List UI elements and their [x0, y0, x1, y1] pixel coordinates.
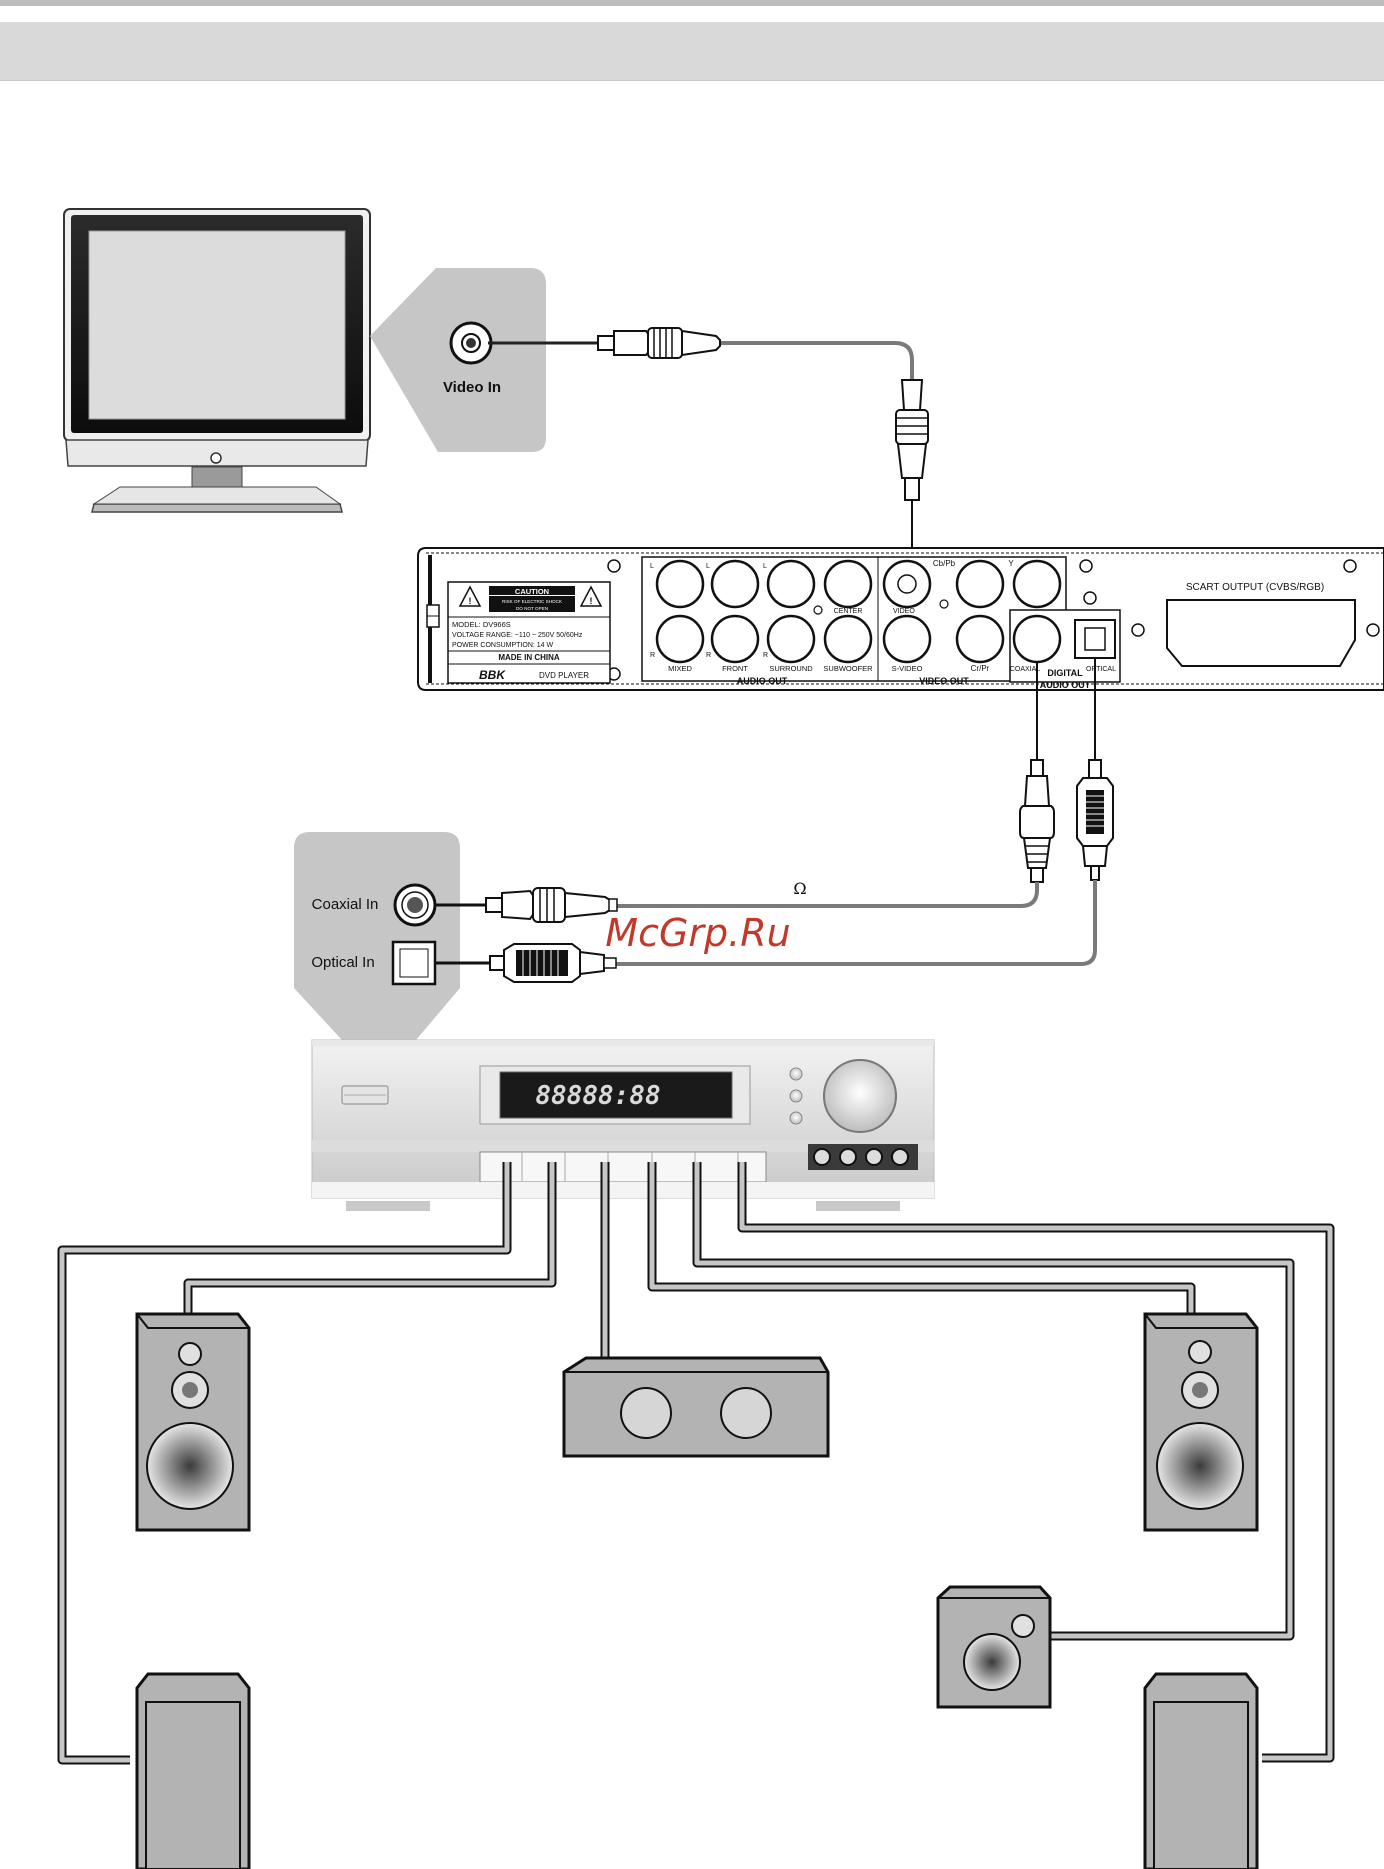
tv-video-in-label: Video In: [443, 379, 501, 396]
rear-left-speaker: [135, 1672, 251, 1869]
rca-plug-vertical-dvd: [895, 379, 929, 501]
jack-label-r3: R: [763, 652, 768, 659]
jack-label-l2: L: [706, 563, 710, 570]
optical-plug-vertical: [1076, 759, 1114, 881]
tv-screen: [88, 230, 346, 420]
digital-audio-out-label-1: DIGITAL: [1047, 668, 1083, 678]
coaxial-plug-horizontal: [435, 887, 618, 923]
jack-label-y: Y: [1008, 559, 1014, 568]
jack-label-l1: L: [650, 563, 654, 570]
front-right-speaker: [1143, 1312, 1259, 1532]
scart-connector: [1166, 599, 1356, 667]
receiver-input-callout: [294, 832, 460, 1040]
coaxial-cable: [615, 882, 1039, 908]
jack-label-center: CENTER: [834, 608, 863, 615]
header-bar: [0, 22, 1384, 81]
optical-cable: [615, 880, 1097, 966]
cable-symbol: Ω: [793, 879, 806, 898]
top-rule: [0, 0, 1384, 6]
front-left-speaker: [135, 1312, 251, 1532]
caution-label: ! CAUTION RISK OF ELECTRIC SHOCK DO NOT …: [447, 581, 611, 684]
jack-label-surround: SURROUND: [769, 664, 813, 673]
jack-label-r2: R: [706, 652, 711, 659]
caution-line1: RISK OF ELECTRIC SHOCK: [502, 599, 563, 604]
receiver-display-text: 88888:88: [535, 1081, 660, 1111]
dvd-power: POWER CONSUMPTION: 14 W: [452, 642, 554, 649]
coaxial-in-label: Coaxial In: [312, 896, 379, 913]
svg-text:!: !: [469, 596, 472, 606]
coaxial-out-jack: [1012, 614, 1062, 664]
speaker-cables: [57, 1162, 1335, 1765]
jack-label-cb-pb: Cb/Pb: [933, 559, 956, 568]
av-receiver: 88888:88: [311, 1039, 935, 1211]
jack-label-optical: OPTICAL: [1086, 666, 1116, 673]
subwoofer: [936, 1585, 1052, 1709]
svg-text:!: !: [590, 596, 593, 606]
rear-right-speaker: [1143, 1672, 1259, 1869]
dvd-made-in: MADE IN CHINA: [498, 653, 560, 662]
optical-in-label: Optical In: [311, 954, 374, 971]
jack-label-video: VIDEO: [893, 608, 915, 615]
jack-label-front: FRONT: [722, 664, 748, 673]
dvd-voltage: VOLTAGE RANGE: ~110 ~ 250V 50/60Hz: [452, 632, 583, 639]
video-jacks: [882, 559, 1062, 664]
center-speaker: [562, 1356, 830, 1458]
tv-neck: [191, 466, 243, 488]
tv-base: [91, 503, 343, 513]
tv: [63, 208, 371, 513]
jack-label-cr-pr: Cr/Pr: [971, 664, 990, 673]
video-out-label: VIDEO OUT: [919, 676, 969, 686]
watermark: McGrp.Ru: [605, 911, 790, 955]
receiver-display: [499, 1071, 733, 1119]
coaxial-plug-vertical: [1019, 759, 1055, 883]
dvd-product: DVD PLAYER: [539, 671, 589, 680]
jack-label-mixed: MIXED: [668, 664, 692, 673]
caution-line2: DO NOT OPEN: [516, 606, 548, 611]
tv-power-led: [210, 452, 222, 464]
jack-label-coaxial: COAXIAL: [1010, 666, 1040, 673]
rca-plug-horizontal-tv: [597, 327, 721, 359]
jack-label-subwoofer: SUBWOOFER: [823, 664, 873, 673]
scart-label: SCART OUTPUT (CVBS/RGB): [1186, 582, 1324, 593]
digital-audio-out-label-2: AUDIO OUT: [1040, 680, 1091, 690]
jack-label-r1: R: [650, 652, 655, 659]
dvd-brand-logo: BBK: [479, 668, 506, 682]
audio-out-label: AUDIO OUT: [737, 676, 788, 686]
jack-label-l3: L: [763, 563, 767, 570]
jack-label-s-video: S-VIDEO: [892, 664, 923, 673]
audio-jacks: [655, 559, 873, 664]
caution-title: CAUTION: [515, 587, 549, 596]
dvd-player-rear-panel: ! CAUTION RISK OF ELECTRIC SHOCK DO NOT …: [417, 547, 1384, 691]
receiver-volume-knob: [823, 1059, 897, 1133]
optical-plug-horizontal: [435, 943, 617, 983]
dvd-model: MODEL: DV966S: [452, 620, 511, 629]
